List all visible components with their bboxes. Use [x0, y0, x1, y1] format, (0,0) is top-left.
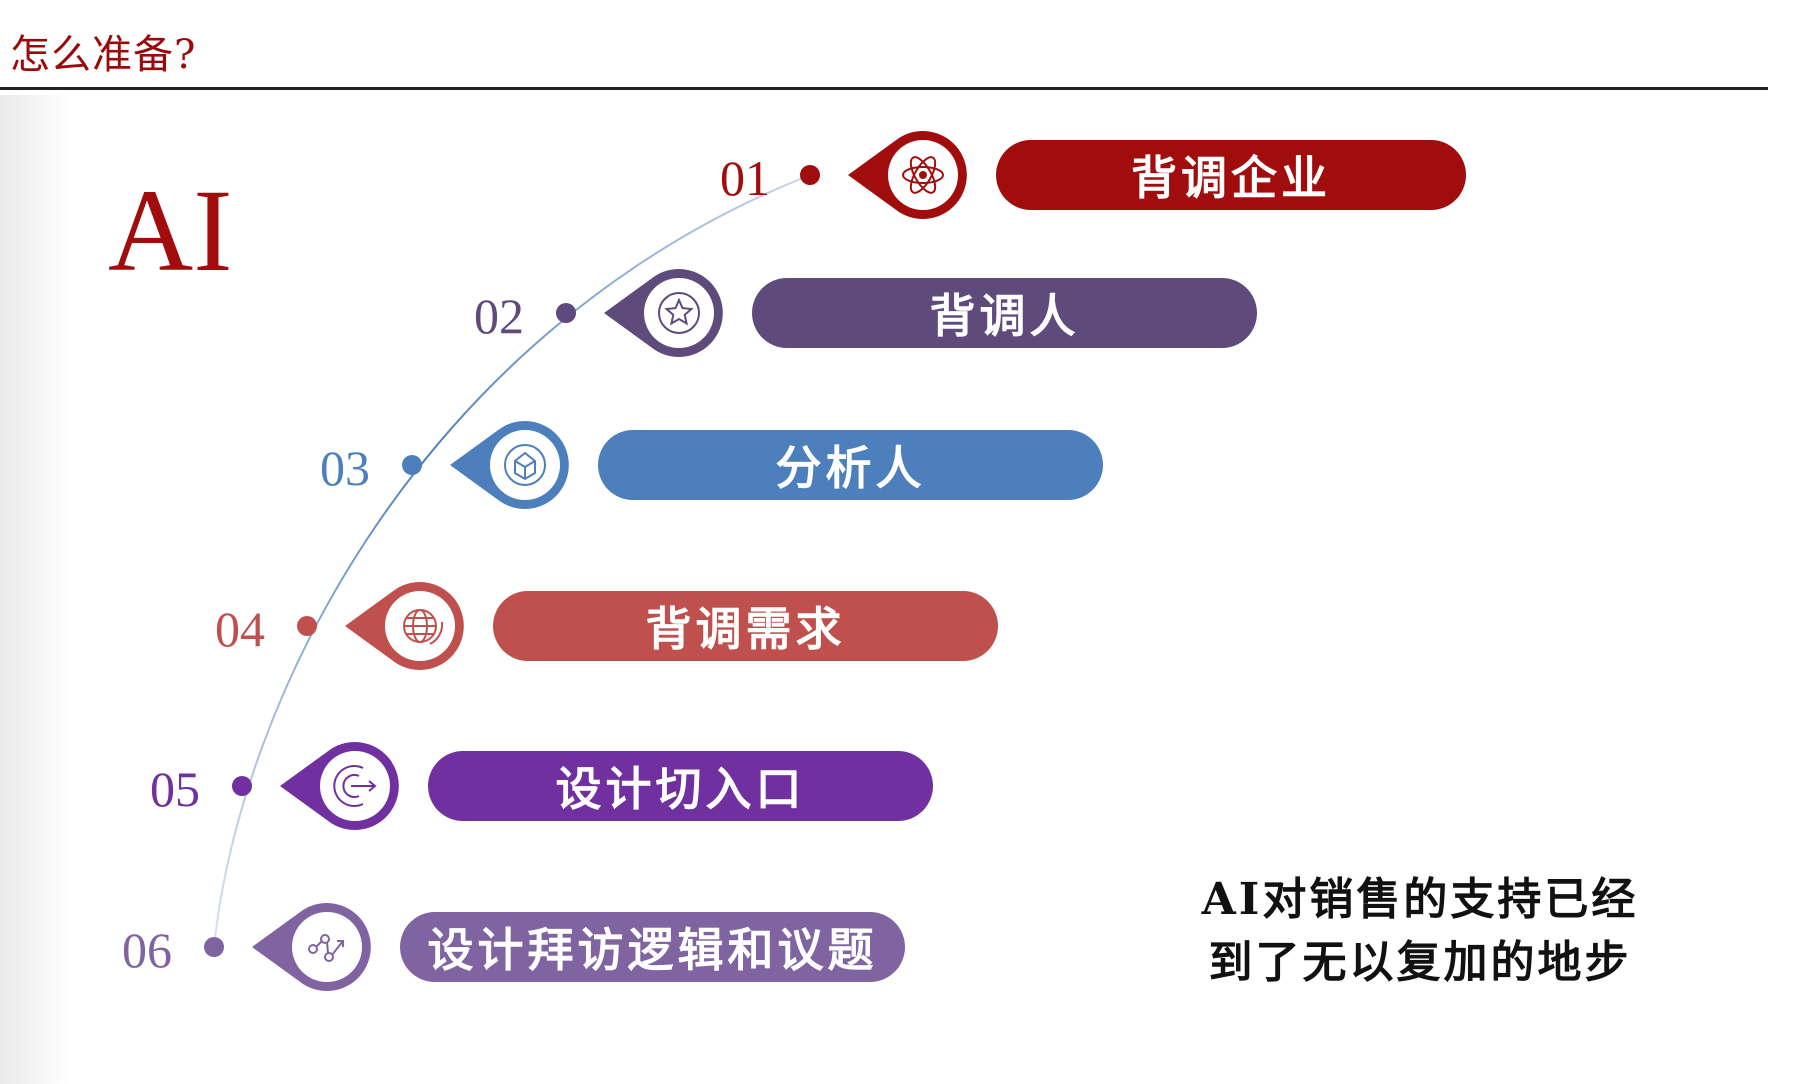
step-number-05: 05	[150, 761, 200, 817]
timeline-dot-02	[556, 303, 576, 323]
target-icon	[333, 765, 377, 807]
step-label-04: 背调需求	[493, 591, 998, 661]
ai-label: AI	[108, 165, 233, 296]
timeline-dot-06	[204, 937, 224, 957]
summary-line-2: 到了无以复加的地步	[1208, 937, 1632, 988]
step-label-06: 设计拜访逻辑和议题	[400, 912, 905, 982]
step-marker-01	[848, 131, 967, 220]
timeline-dot-04	[297, 616, 317, 636]
step-number-06: 06	[122, 922, 172, 978]
step-number-04: 04	[215, 601, 265, 657]
timeline-dot-03	[402, 455, 422, 475]
summary-line-1: AI对销售的支持已经	[1201, 874, 1639, 925]
star-icon	[658, 292, 700, 334]
summary-text: AI对销售的支持已经 到了无以复加的地步	[1170, 868, 1670, 994]
timeline-dot-01	[800, 165, 820, 185]
cube-icon	[504, 444, 546, 486]
step-number-02: 02	[474, 288, 524, 344]
step-label-02: 背调人	[752, 278, 1257, 348]
header-divider	[0, 87, 1768, 90]
step-label-05: 设计切入口	[428, 751, 933, 821]
step-marker-02	[604, 269, 723, 358]
step-number-01: 01	[720, 150, 770, 206]
timeline-dot-05	[232, 776, 252, 796]
globe-icon	[403, 609, 444, 645]
step-marker-04	[345, 582, 464, 671]
timeline-arc	[213, 174, 811, 948]
network-icon	[308, 934, 344, 962]
step-label-03: 分析人	[598, 430, 1103, 500]
step-marker-06	[252, 903, 371, 991]
atom-icon	[902, 156, 944, 194]
step-marker-05	[280, 742, 399, 830]
left-shade	[0, 95, 70, 1084]
step-label-01: 背调企业	[996, 140, 1466, 210]
step-marker-03	[450, 420, 569, 509]
step-number-03: 03	[320, 440, 370, 496]
page-title: 怎么准备?	[10, 32, 197, 78]
